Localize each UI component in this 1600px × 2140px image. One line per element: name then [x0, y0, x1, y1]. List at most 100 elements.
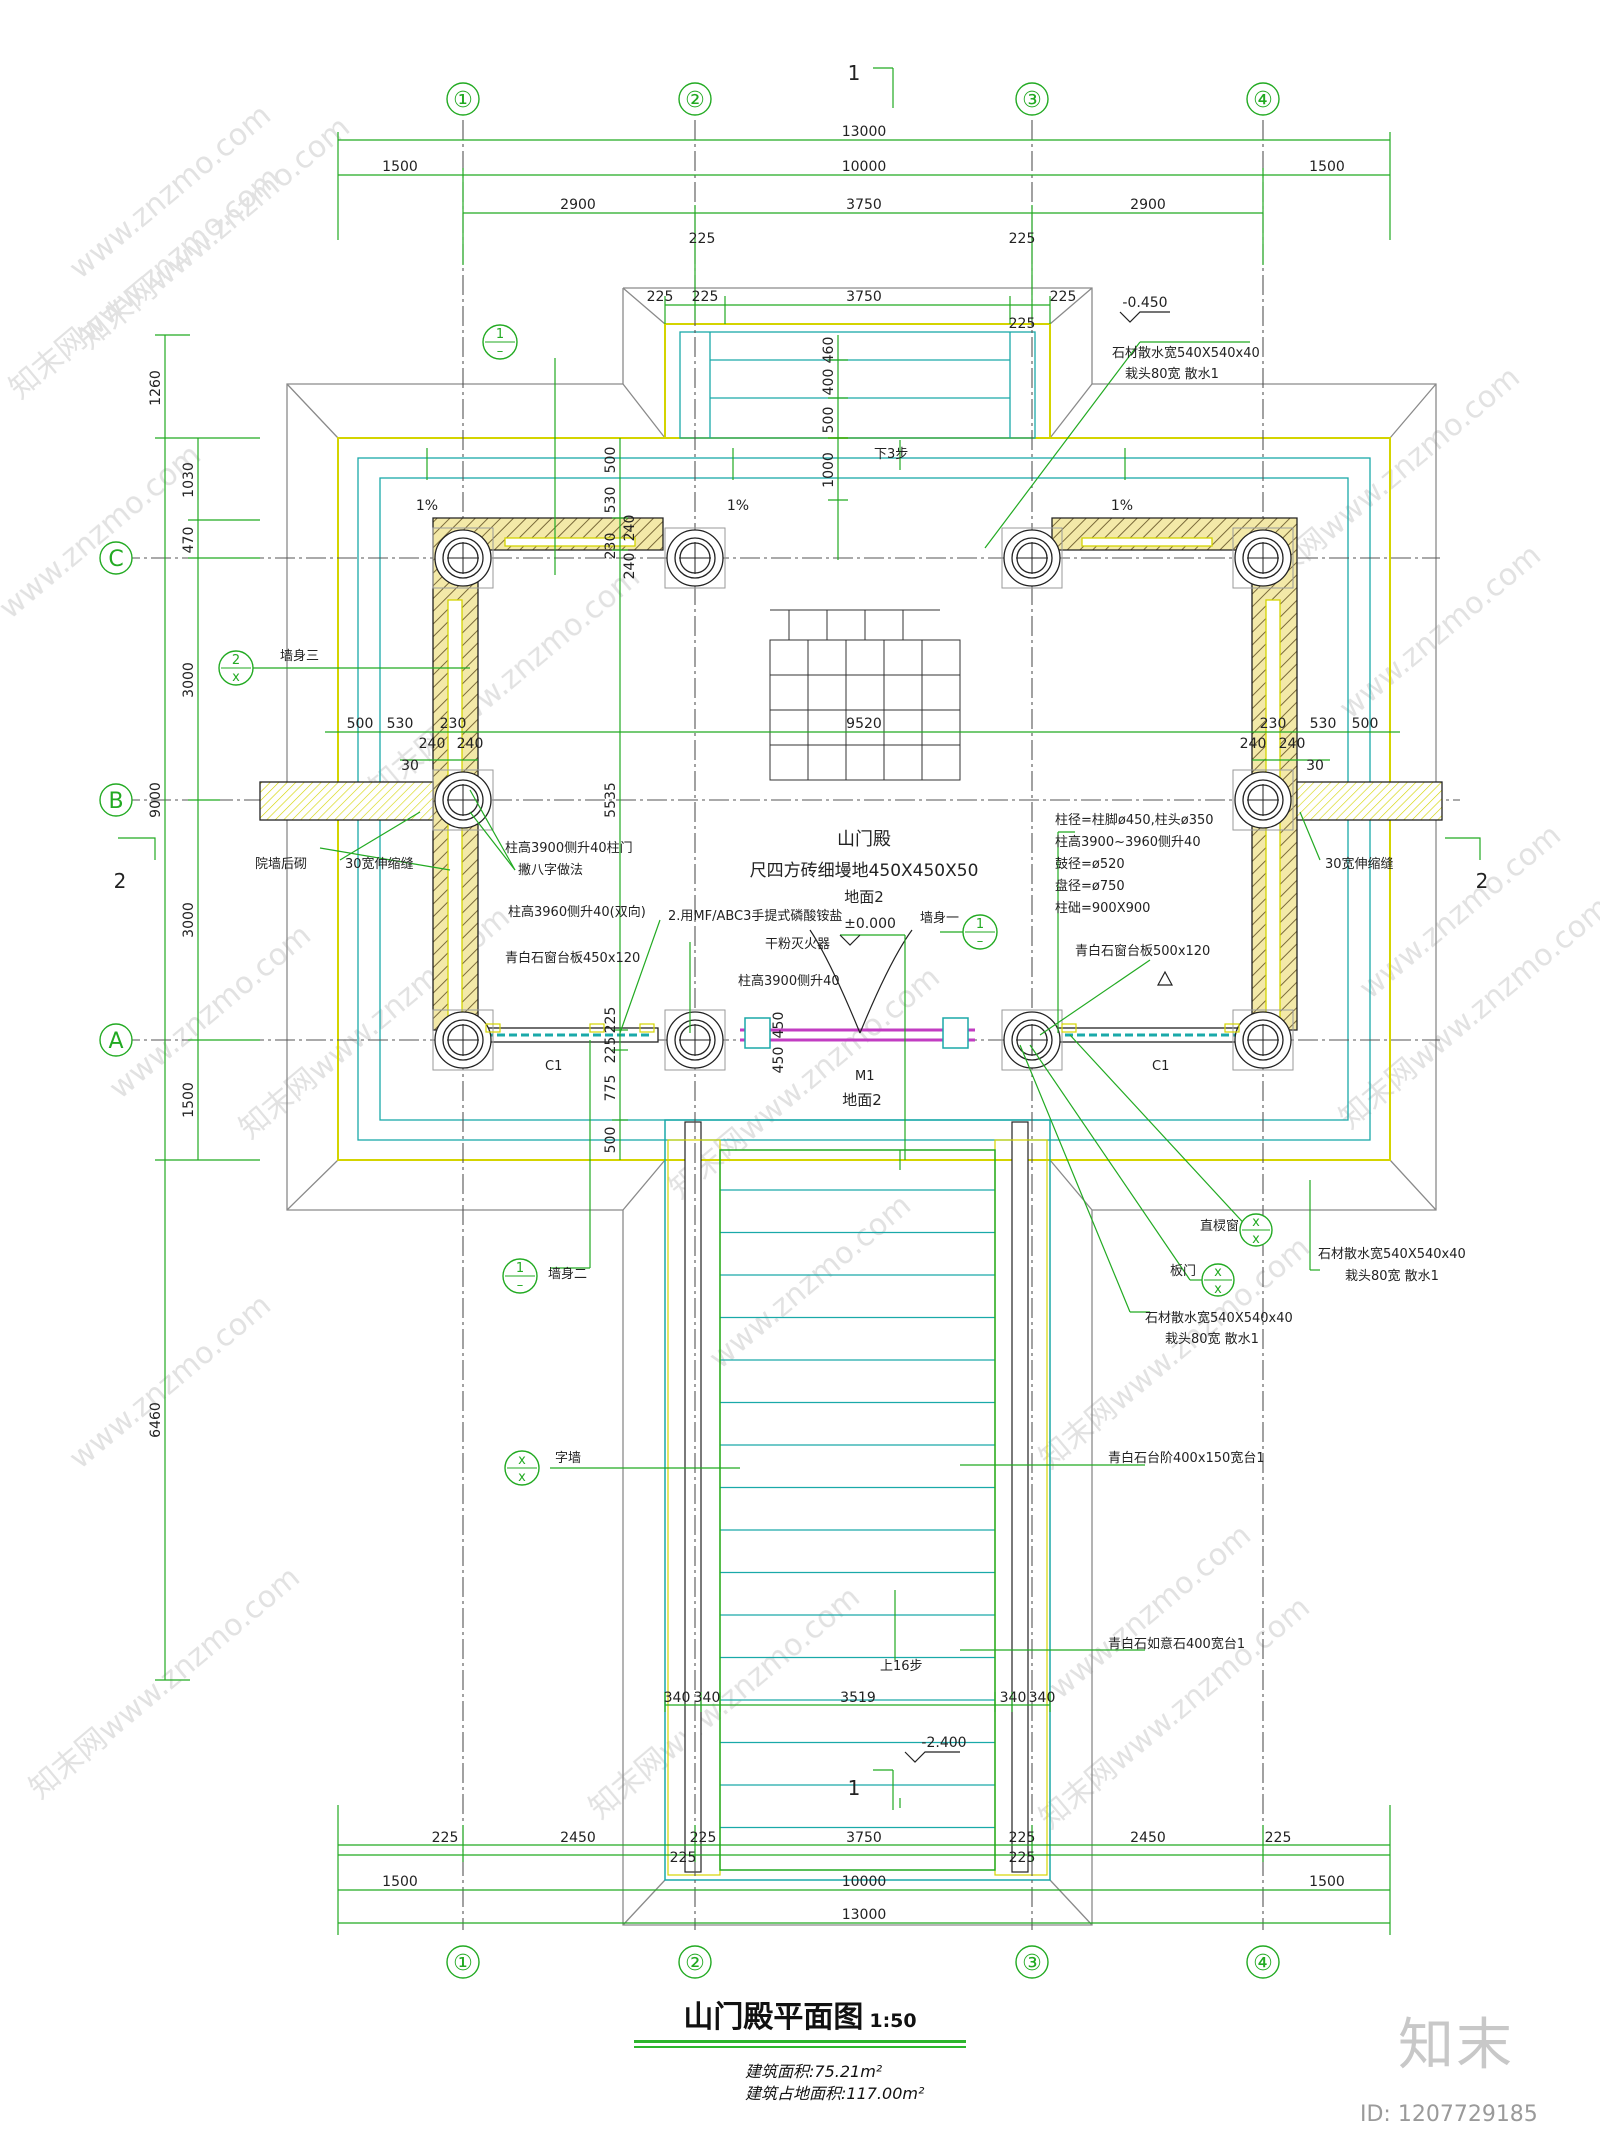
svg-text:10000: 10000: [842, 159, 887, 175]
svg-text:栽头80宽 散水1: 栽头80宽 散水1: [1345, 1268, 1439, 1284]
svg-text:340: 340: [664, 1690, 691, 1706]
svg-text:3000: 3000: [181, 662, 197, 698]
svg-text:225: 225: [689, 231, 716, 247]
svg-text:1500: 1500: [382, 159, 418, 175]
svg-text:青白石台阶400x150宽台1: 青白石台阶400x150宽台1: [1108, 1450, 1265, 1466]
column: [432, 1009, 494, 1071]
svg-text:1: 1: [496, 327, 504, 342]
svg-text:青白石如意石400宽台1: 青白石如意石400宽台1: [1108, 1636, 1245, 1652]
elevation-markers: [839, 311, 1174, 1763]
svg-text:栽头80宽 散水1: 栽头80宽 散水1: [1165, 1331, 1259, 1347]
front-wall: [477, 929, 1253, 1049]
svg-text:13000: 13000: [842, 124, 887, 140]
svg-text:青白石窗台板450x120: 青白石窗台板450x120: [505, 950, 640, 966]
svg-text:500: 500: [821, 407, 837, 434]
svg-text:230: 230: [440, 716, 467, 732]
svg-text:225: 225: [692, 289, 719, 305]
svg-text:石材散水宽540X540x40: 石材散水宽540X540x40: [1318, 1246, 1466, 1262]
svg-text:③: ③: [1022, 1951, 1042, 1976]
svg-text:④: ④: [1253, 88, 1273, 113]
floor-tile-pattern: [769, 609, 961, 781]
svg-text:400: 400: [821, 369, 837, 396]
svg-text:225: 225: [690, 1830, 717, 1846]
svg-text:240: 240: [622, 515, 638, 542]
svg-text:x: x: [1214, 1265, 1222, 1280]
svg-text:④: ④: [1253, 1951, 1273, 1976]
svg-text:山门殿: 山门殿: [837, 829, 891, 850]
svg-text:240: 240: [1240, 736, 1267, 752]
svg-text:450: 450: [771, 1047, 787, 1074]
svg-text:石材散水宽540X540x40: 石材散水宽540X540x40: [1145, 1310, 1293, 1326]
svg-text:–: –: [977, 934, 984, 949]
svg-text:C: C: [108, 547, 123, 572]
svg-text:340: 340: [1029, 1690, 1056, 1706]
svg-text:2: 2: [114, 869, 127, 893]
svg-text:柱径=柱脚ø450,柱头ø350: 柱径=柱脚ø450,柱头ø350: [1055, 812, 1214, 828]
svg-text:x: x: [1214, 1282, 1222, 1297]
image-id: ID: 1207729185: [1360, 2102, 1538, 2127]
svg-text:3519: 3519: [840, 1690, 876, 1706]
side-wall-right: [1296, 781, 1443, 821]
svg-text:1: 1: [848, 1776, 861, 1800]
svg-text:240: 240: [419, 736, 446, 752]
column: [664, 527, 726, 589]
svg-text:470: 470: [181, 527, 197, 554]
svg-text:225: 225: [603, 1037, 619, 1064]
svg-text:②: ②: [685, 1951, 705, 1976]
svg-text:上16步: 上16步: [880, 1659, 923, 1674]
watermark: www.znzmo.com: [63, 1288, 278, 1477]
svg-text:30: 30: [1306, 758, 1324, 774]
svg-text:225: 225: [1009, 316, 1036, 332]
svg-text:墙身一: 墙身一: [920, 910, 959, 926]
svg-text:2: 2: [232, 653, 240, 668]
apron-outline: [286, 287, 1437, 1926]
building-area: 建筑面积:75.21m²: [745, 2062, 883, 2081]
footprint-area: 建筑占地面积:117.00m²: [745, 2084, 925, 2103]
column: [1232, 1009, 1294, 1071]
axis-bubble-4-bottom: [1246, 1945, 1280, 1979]
svg-text:尺四方砖细墁地450X450X50: 尺四方砖细墁地450X450X50: [750, 861, 979, 881]
axis-bubble-a: [99, 1023, 133, 1057]
watermark: www.znzmo.com: [0, 438, 208, 627]
axis-bubble-4-top: [1246, 82, 1280, 116]
svg-text:①: ①: [453, 1951, 473, 1976]
svg-text:225: 225: [603, 1007, 619, 1034]
sill-markers: [485, 1023, 1240, 1033]
svg-text:1: 1: [976, 917, 984, 932]
svg-text:2900: 2900: [560, 197, 596, 213]
svg-text:柱高3900~3960侧升40: 柱高3900~3960侧升40: [1055, 834, 1201, 850]
svg-text:撇八字做法: 撇八字做法: [518, 863, 583, 878]
watermark: 知末网www.znzmo.com: [663, 960, 947, 1206]
svg-text:1500: 1500: [1309, 1874, 1345, 1890]
leader-lines: [252, 341, 1321, 1808]
column: [1001, 527, 1063, 589]
svg-text:A: A: [108, 1029, 123, 1054]
svg-text:10000: 10000: [842, 1874, 887, 1890]
axis-bubble-1-top: [446, 82, 480, 116]
axis-labels: ① ② ③ ④ ① ② ③ ④ C B A: [108, 88, 1273, 1976]
svg-text:x: x: [518, 1453, 526, 1468]
svg-text:225: 225: [647, 289, 674, 305]
wall-cavity-right-top: [1081, 537, 1213, 547]
svg-text:230: 230: [1260, 716, 1287, 732]
drawing-title: 山门殿平面图: [683, 2000, 864, 2035]
svg-text:30宽伸缩缝: 30宽伸缩缝: [1325, 856, 1394, 872]
svg-text:240: 240: [457, 736, 484, 752]
axis-bubble-3-top: [1015, 82, 1049, 116]
svg-text:240: 240: [1279, 736, 1306, 752]
drawing-scale: 1:50: [869, 2010, 917, 2032]
svg-text:2900: 2900: [1130, 197, 1166, 213]
svg-text:530: 530: [603, 487, 619, 514]
svg-text:1000: 1000: [821, 452, 837, 488]
svg-text:下3步: 下3步: [874, 447, 908, 462]
svg-text:-2.400: -2.400: [921, 1735, 966, 1751]
svg-text:230: 230: [603, 533, 619, 560]
axis-bubble-b: [99, 783, 133, 817]
svg-text:地面2: 地面2: [844, 888, 884, 906]
axis-bubble-1-bottom: [446, 1945, 480, 1979]
svg-text:–: –: [517, 1278, 524, 1293]
svg-text:x: x: [232, 670, 240, 685]
svg-text:2: 2: [1476, 869, 1489, 893]
svg-text:13000: 13000: [842, 1907, 887, 1923]
